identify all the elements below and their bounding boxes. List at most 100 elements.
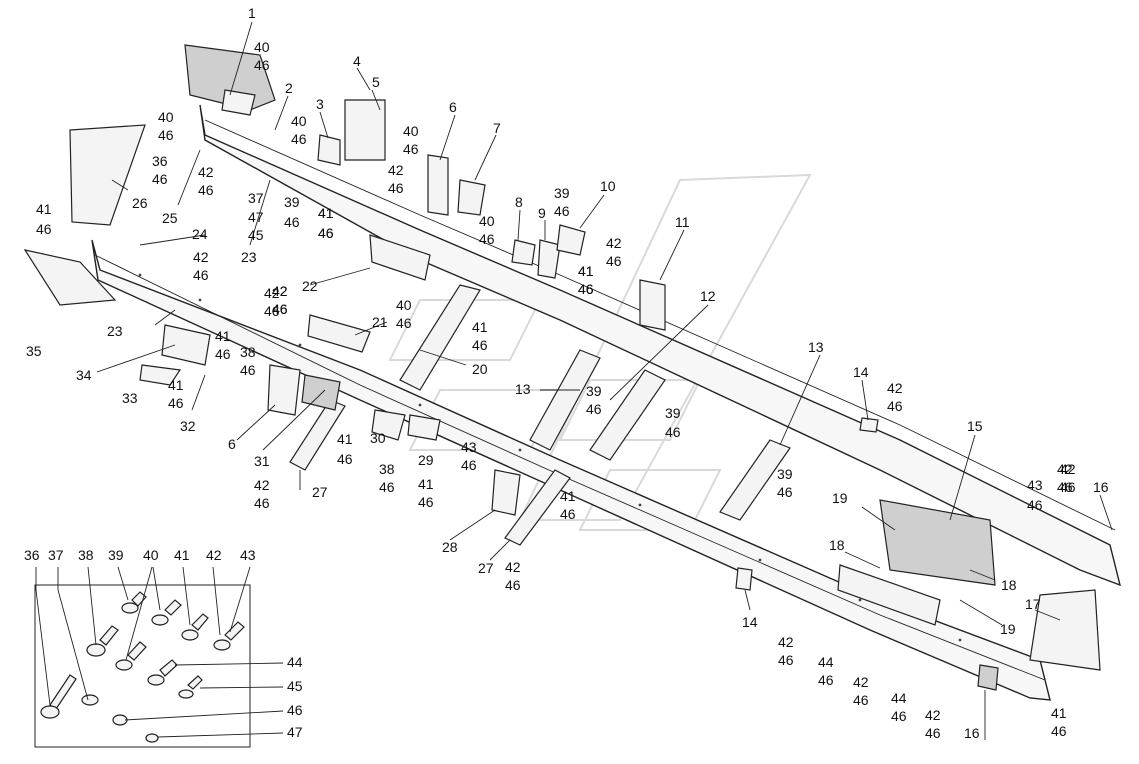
pair-39-46-a-top: 39	[284, 194, 300, 210]
pair-41-46-k-bot: 46	[318, 225, 334, 241]
fastener-label-36: 36	[24, 547, 40, 563]
part-11	[639, 279, 666, 331]
pair-42-46-a-top: 42	[388, 162, 404, 178]
fastener-box	[34, 566, 284, 748]
fastener-label-40: 40	[143, 547, 159, 563]
label-3: 3	[316, 96, 324, 112]
pair-41-46-g-top: 41	[337, 431, 353, 447]
part-31	[301, 374, 341, 411]
pair-41-46-f-top: 41	[168, 377, 184, 393]
pair-39-46-d-top: 39	[665, 405, 681, 421]
pair-42-46-a-bot: 46	[388, 180, 404, 196]
pair-39-46-b-top: 39	[554, 185, 570, 201]
label-26: 26	[132, 195, 148, 211]
label-21: 21	[372, 314, 388, 330]
pair-36-46-bot: 46	[152, 171, 168, 187]
part-6a	[427, 154, 449, 216]
part-35	[23, 249, 117, 306]
label-9: 9	[538, 205, 546, 221]
pair-43-46-b-bot: 46	[1027, 497, 1043, 513]
label-19a: 19	[832, 490, 848, 506]
label-22: 22	[302, 278, 318, 294]
pair-40-46-c-top: 40	[291, 113, 307, 129]
cross-members	[289, 284, 791, 546]
pair-42-46-b-bot: 46	[198, 182, 214, 198]
pair-41-46-b-bot: 46	[318, 225, 334, 241]
pair-41-46-i-bot: 46	[560, 506, 576, 522]
part-21	[307, 314, 371, 353]
part-14b	[735, 567, 753, 591]
fastener-label-42: 42	[206, 547, 222, 563]
pair-42-46-k-top: 42	[853, 674, 869, 690]
pair-38-46-a-top: 38	[240, 344, 256, 360]
pair-43-46-b-top: 43	[1027, 477, 1043, 493]
part-30	[371, 409, 406, 441]
label-23b: 23	[107, 323, 123, 339]
part-8	[511, 239, 536, 266]
pair-42-46-n-bot: 46	[272, 301, 288, 317]
label-34: 34	[76, 367, 92, 383]
part-plate	[837, 564, 941, 626]
label-8: 8	[515, 194, 523, 210]
fastener-label-41: 41	[174, 547, 190, 563]
part-14a	[859, 417, 879, 433]
label-16b: 16	[964, 725, 980, 741]
pair-42-46-i-bot: 46	[1060, 479, 1076, 495]
label-25: 25	[162, 210, 178, 226]
pair-41-46-l-bot: 46	[578, 281, 594, 297]
part-15	[879, 499, 996, 586]
pair-42-46-k-bot: 46	[853, 692, 869, 708]
label-5: 5	[372, 74, 380, 90]
pair-39-46-e-top: 39	[777, 466, 793, 482]
pair-40-46-f-bot: 46	[396, 315, 412, 331]
label-29: 29	[418, 452, 434, 468]
pair-39-46-c-top: 39	[586, 383, 602, 399]
pair-42-46-g-top: 42	[254, 477, 270, 493]
pair-44-46-a-bot: 46	[818, 672, 834, 688]
part-22	[369, 234, 431, 281]
pair-41-46-j-top: 41	[1051, 705, 1067, 721]
part-17	[1029, 589, 1101, 671]
label-23a: 23	[241, 249, 257, 265]
pair-41-46-i-top: 41	[560, 488, 576, 504]
part-1	[184, 44, 276, 111]
pair-41-46-e-bot: 46	[215, 346, 231, 362]
stack-37-47-45-3: 45	[248, 227, 264, 243]
pair-40-46-b-top: 40	[158, 109, 174, 125]
fastener-label-37: 37	[48, 547, 64, 563]
label-16a: 16	[1093, 479, 1109, 495]
pair-41-46-a-bot: 46	[36, 221, 52, 237]
label-24: 24	[192, 226, 208, 242]
pair-41-46-d-bot: 46	[472, 337, 488, 353]
label-33: 33	[122, 390, 138, 406]
part-33	[139, 364, 182, 386]
parts	[23, 44, 1101, 691]
pair-41-46-k-top: 41	[318, 205, 334, 221]
part-29	[407, 414, 441, 441]
label-18b: 18	[1001, 577, 1017, 593]
rail-holes	[138, 273, 962, 642]
fastener-label-44: 44	[287, 654, 303, 670]
pair-38-46-b-top: 38	[379, 461, 395, 477]
pair-44-46-a-top: 44	[818, 654, 834, 670]
label-12: 12	[700, 288, 716, 304]
label-30: 30	[370, 430, 386, 446]
pair-42-46-c-bot: 46	[193, 267, 209, 283]
pair-42-46-d-top: 42	[264, 285, 280, 301]
pair-42-46-f-bot: 46	[887, 398, 903, 414]
fastener-label-46: 46	[287, 702, 303, 718]
fastener-label-43: 43	[240, 547, 256, 563]
label-27b: 27	[478, 560, 494, 576]
label-15: 15	[967, 418, 983, 434]
label-13a: 13	[515, 381, 531, 397]
pair-39-46-d-bot: 46	[665, 424, 681, 440]
pair-43-46-a-top: 43	[461, 439, 477, 455]
pair-40-46-b-bot: 46	[158, 127, 174, 143]
part-7	[457, 179, 486, 216]
pair-39-46-e-bot: 46	[777, 484, 793, 500]
part-28	[491, 469, 521, 516]
pair-41-46-c-top: 41	[578, 263, 594, 279]
pair-40-46-f-top: 40	[396, 297, 412, 313]
